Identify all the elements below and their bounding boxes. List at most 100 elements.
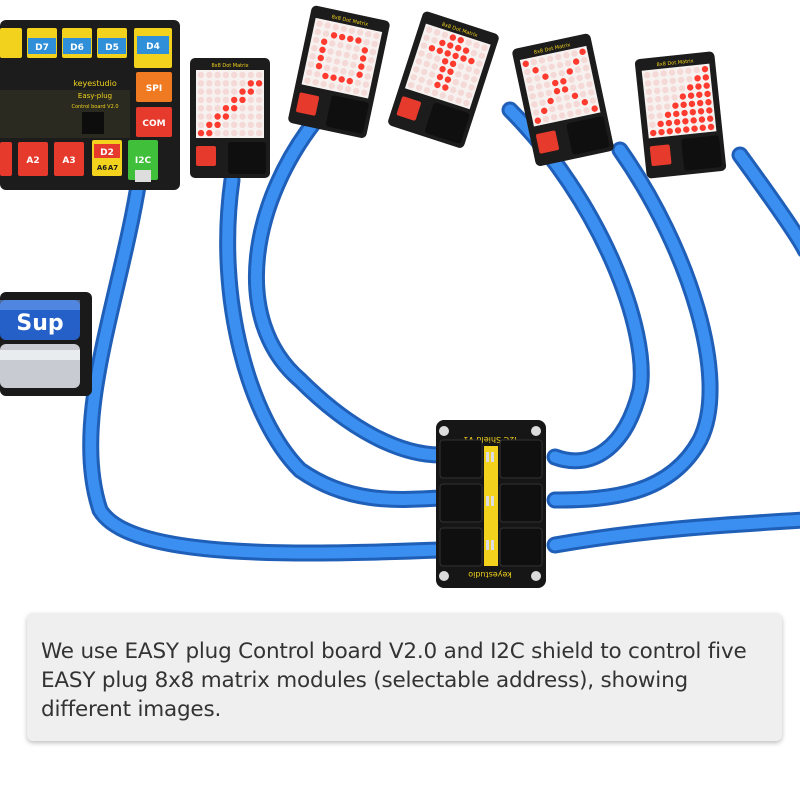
led-on bbox=[239, 96, 246, 104]
led-off bbox=[582, 64, 590, 72]
led-on bbox=[690, 117, 697, 124]
led-off bbox=[314, 28, 322, 36]
led-off bbox=[685, 67, 692, 75]
led-on bbox=[552, 79, 559, 87]
led-off bbox=[555, 53, 562, 61]
led-off bbox=[686, 75, 693, 83]
led-off bbox=[473, 68, 480, 75]
led-on bbox=[460, 55, 467, 62]
led-off bbox=[465, 92, 473, 99]
led-off bbox=[415, 58, 423, 65]
led-off bbox=[255, 71, 263, 79]
led-on bbox=[674, 127, 682, 134]
led-off bbox=[420, 42, 428, 49]
led-off bbox=[545, 89, 553, 97]
port-label: D7 bbox=[35, 43, 49, 53]
led-off bbox=[661, 78, 668, 85]
led-off bbox=[373, 32, 380, 40]
led-off bbox=[222, 121, 230, 128]
led-on bbox=[330, 32, 338, 39]
led-off bbox=[463, 73, 470, 81]
matrix-module: 8x8 Dot Matrix bbox=[190, 58, 270, 178]
led-off bbox=[656, 112, 663, 119]
led-off bbox=[455, 97, 462, 104]
led-off bbox=[332, 66, 339, 73]
led-off bbox=[335, 50, 342, 57]
led-off bbox=[531, 101, 538, 108]
led-off bbox=[206, 71, 213, 79]
led-off bbox=[558, 112, 566, 119]
led-off bbox=[527, 85, 535, 92]
led-on bbox=[439, 39, 446, 47]
led-off bbox=[341, 59, 349, 67]
led-on bbox=[247, 80, 254, 87]
led-off bbox=[542, 115, 550, 123]
led-on bbox=[704, 90, 711, 98]
caption-text: We use EASY plug Control board V2.0 and … bbox=[41, 639, 747, 722]
led-on bbox=[561, 86, 569, 93]
led-on bbox=[702, 74, 710, 81]
board-brand: keyestudio bbox=[73, 79, 117, 88]
led-off bbox=[583, 107, 590, 114]
led-off bbox=[546, 55, 554, 62]
led-off bbox=[643, 72, 651, 79]
led-off bbox=[255, 96, 263, 104]
led-off bbox=[549, 105, 556, 113]
led-off bbox=[663, 103, 671, 110]
led-off bbox=[197, 71, 205, 79]
led-off bbox=[255, 105, 263, 112]
led-off bbox=[197, 96, 205, 104]
led-off bbox=[206, 80, 213, 87]
led-off bbox=[586, 81, 593, 88]
led-off bbox=[589, 97, 597, 104]
board-subtitle: Control board V2.0 bbox=[71, 104, 118, 110]
led-off bbox=[222, 80, 230, 87]
led-off bbox=[247, 129, 254, 137]
led-on bbox=[468, 57, 475, 65]
led-on bbox=[315, 62, 323, 70]
led-off bbox=[654, 95, 662, 103]
led-on bbox=[206, 121, 213, 128]
led-on bbox=[695, 83, 702, 90]
led-on bbox=[581, 99, 588, 106]
led-off bbox=[431, 63, 438, 70]
led-off bbox=[222, 71, 230, 79]
led-off bbox=[364, 73, 371, 80]
matrix-module: 8x8 Dot Matrix bbox=[634, 51, 727, 179]
board-name: Easy-plug bbox=[78, 92, 112, 100]
port-label: SPI bbox=[146, 84, 162, 94]
led-off bbox=[343, 51, 351, 59]
led-on bbox=[705, 98, 712, 106]
led-off bbox=[556, 61, 564, 69]
port-label: D6 bbox=[70, 43, 84, 53]
led-off bbox=[344, 86, 352, 93]
led-off bbox=[348, 69, 355, 77]
led-off bbox=[649, 121, 656, 128]
led-off bbox=[231, 80, 238, 87]
led-off bbox=[653, 87, 661, 95]
led-on bbox=[434, 81, 441, 89]
led-off bbox=[668, 69, 676, 76]
led-off bbox=[214, 88, 221, 95]
led-on bbox=[664, 111, 672, 118]
led-off bbox=[421, 68, 428, 76]
matrix-module: 8x8 Dot Matrix bbox=[388, 11, 499, 148]
led-on bbox=[436, 47, 444, 55]
led-off bbox=[481, 44, 488, 52]
led-off bbox=[316, 20, 323, 28]
led-off bbox=[369, 48, 377, 56]
led-on bbox=[454, 44, 462, 52]
led-on bbox=[672, 102, 679, 109]
led-off bbox=[537, 91, 544, 98]
led-on bbox=[591, 105, 598, 112]
led-on bbox=[338, 33, 346, 41]
led-on bbox=[239, 88, 246, 95]
led-off bbox=[231, 71, 238, 79]
led-on bbox=[317, 54, 324, 62]
led-on bbox=[673, 118, 681, 126]
led-off bbox=[324, 22, 331, 29]
port-label: A7 bbox=[108, 164, 118, 172]
led-on bbox=[688, 100, 696, 108]
led-off bbox=[563, 52, 570, 59]
led-off bbox=[197, 113, 205, 120]
